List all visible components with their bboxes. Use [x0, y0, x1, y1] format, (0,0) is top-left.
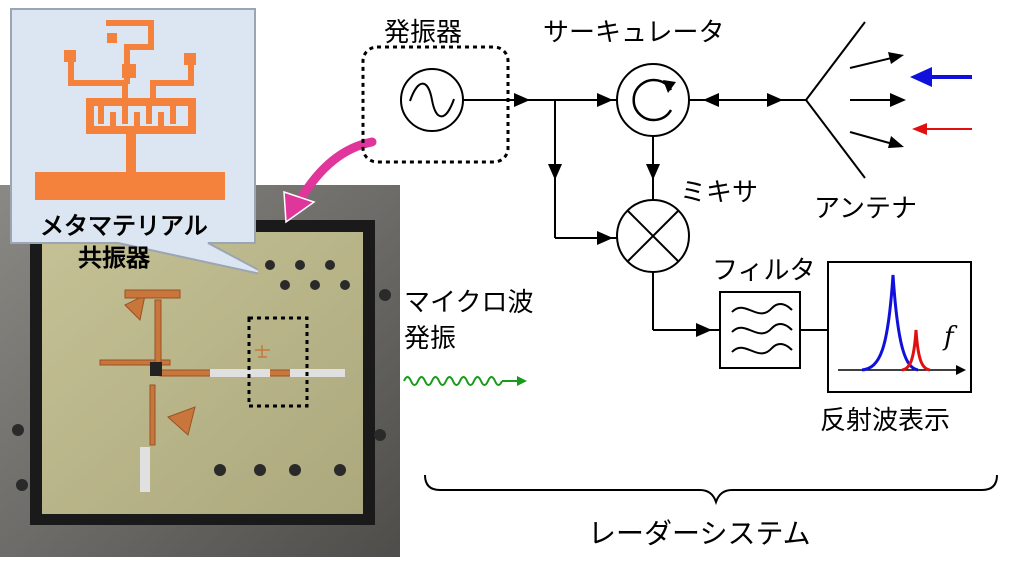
oscillator-highlight [361, 45, 510, 164]
reflection-display-label: 反射波表示 [820, 406, 951, 436]
signal-arrowheads [514, 93, 783, 337]
photo-drawing [0, 185, 400, 557]
mixer-label: ミキサ [680, 178, 759, 208]
magenta-pointer-arrow [283, 137, 377, 224]
radar-system-label: レーダーシステム [588, 517, 811, 550]
incoming-signal-blue [910, 67, 972, 87]
frequency-axis-label: f [944, 322, 954, 352]
radar-system-brace [424, 474, 998, 506]
antenna-arrowheads [888, 52, 906, 148]
circulator-label: サーキュレータ [543, 18, 725, 48]
antenna-symbol [805, 21, 901, 179]
reflection-display [827, 261, 972, 393]
oscillator-label: 発振器 [384, 18, 463, 48]
metamaterial-label-line1: メタマテリアル [40, 212, 208, 240]
mixer-symbol [616, 199, 690, 273]
incoming-signal-red [912, 123, 972, 135]
circulator-symbol [616, 63, 690, 137]
filter-label: フィルタ [712, 256, 816, 286]
microwave-wave [403, 376, 527, 386]
microwave-label-line1: マイクロ波 [404, 288, 534, 318]
resonator-photo [0, 185, 400, 557]
resonator-pattern [35, 20, 225, 200]
filter-symbol [719, 291, 801, 369]
photo-resonator-highlight [247, 316, 309, 408]
oscillator-symbol [400, 68, 464, 132]
microwave-label-line2: 発振 [404, 324, 457, 354]
antenna-label: アンテナ [814, 194, 917, 224]
metamaterial-label-line2: 共振器 [78, 244, 150, 272]
